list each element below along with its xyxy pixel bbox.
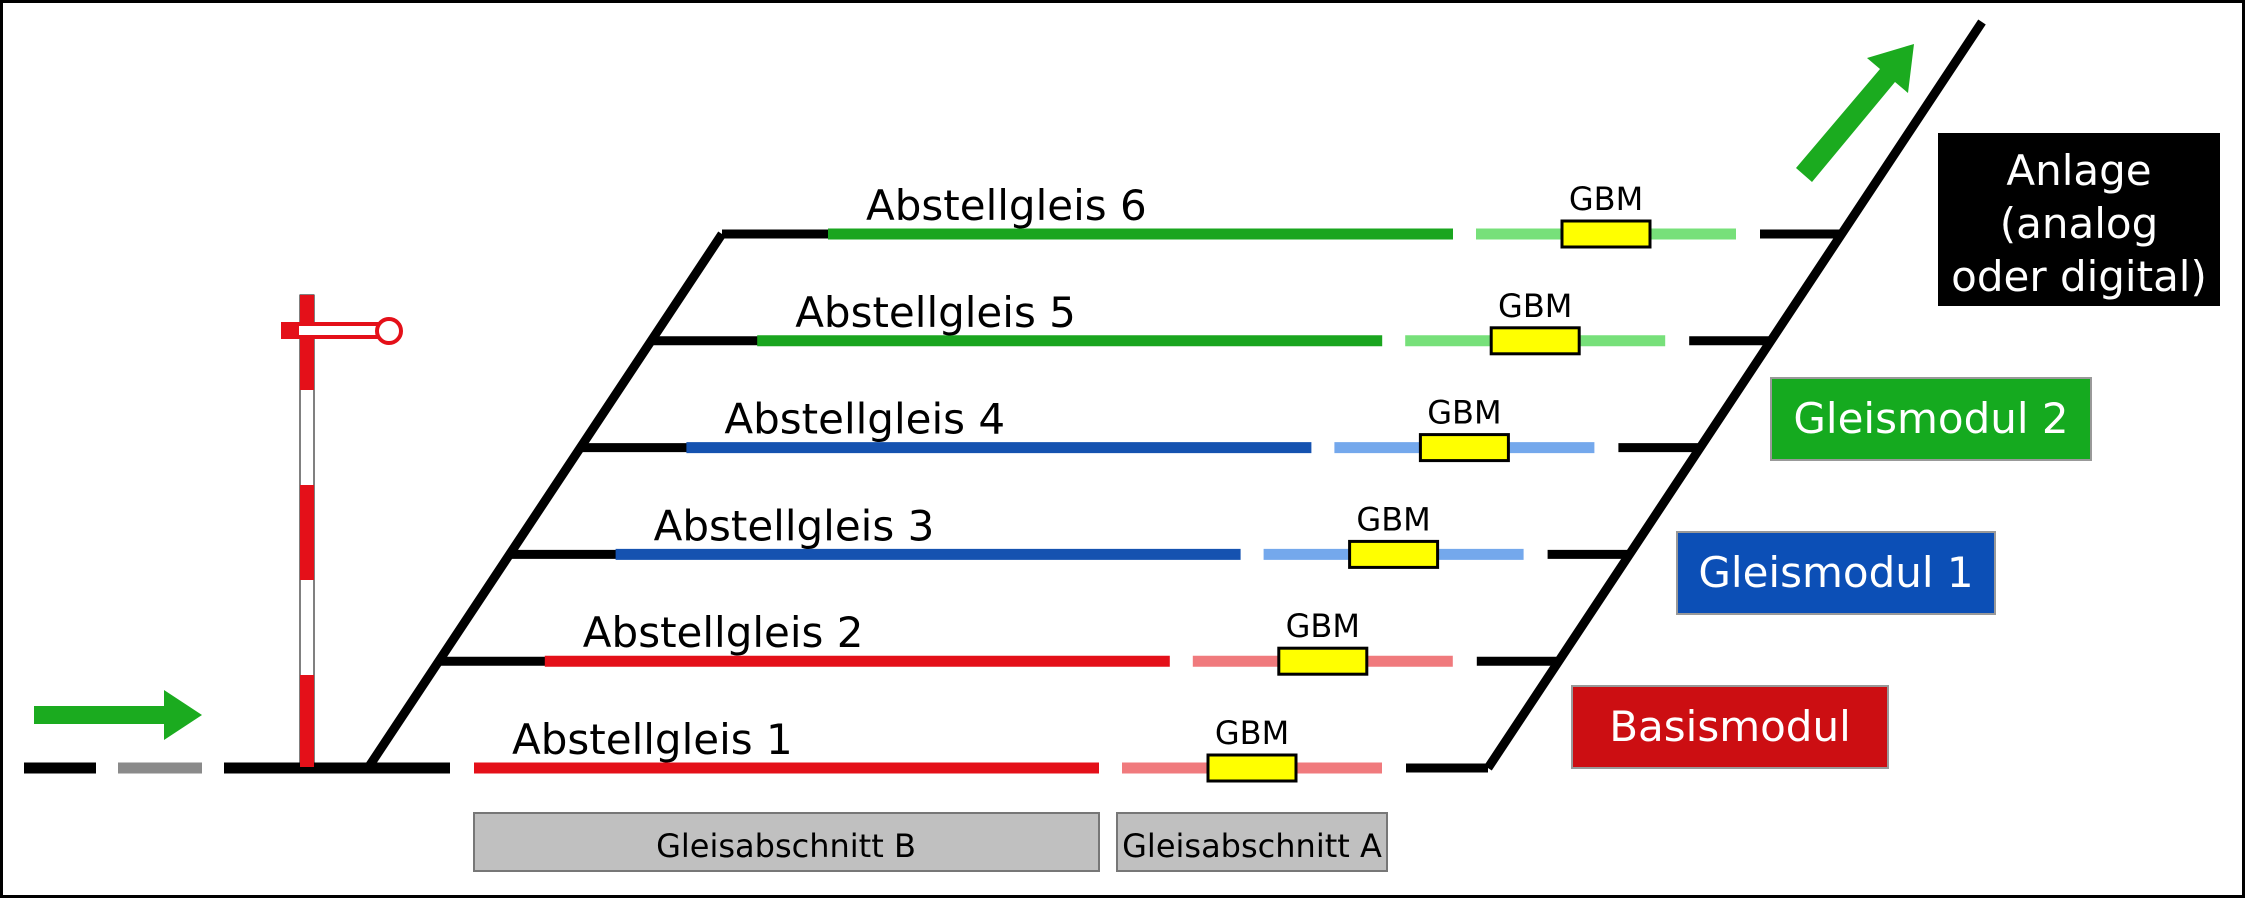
section-label: Gleisabschnitt B [656,827,916,865]
section-gleisabschnitt-a: Gleisabschnitt A [1116,812,1388,872]
legend-box [1770,377,2092,461]
legend-gleismodul-1: Gleismodul 1 [1676,531,1996,615]
track-label: Abstellgleis 4 [724,395,1005,444]
siding-track-4: GBM Abstellgleis 4 [580,394,1701,463]
gbm-box [1489,326,1581,356]
track-label: Abstellgleis 3 [654,501,935,550]
anlage-box [1938,133,2220,306]
legend-gleismodul-2: Gleismodul 2 [1770,377,2092,461]
gbm-label: GBM [1427,394,1501,432]
gbm-box [1206,753,1298,783]
track-label: Abstellgleis 2 [583,608,864,657]
legend-basismodul: Basismodul [1571,685,1889,769]
anlage-label-line-1: Anlage [2006,146,2151,195]
section-box [1116,812,1388,872]
track-label: Abstellgleis 5 [795,288,1076,337]
legend-box [1571,685,1889,769]
ladder-right [1484,19,1986,771]
anlage-label-line-3: oder digital) [1951,252,2207,301]
siding-track-5: GBM Abstellgleis 5 [651,287,1772,356]
track-label: Abstellgleis 1 [512,715,793,764]
gbm-label: GBM [1215,714,1289,752]
siding-tracks: GBM Abstellgleis 1 GBM Abstellgleis 2 GBM Abs… [438,180,1842,783]
gbm-label: GBM [1569,180,1643,218]
legend-label: Gleismodul 1 [1698,548,1973,597]
anlage-label-line-2: (analog [2000,199,2159,248]
legend-box [1676,531,1996,615]
gbm-label: GBM [1286,607,1360,645]
gbm-box [1560,219,1652,249]
siding-track-2: GBM Abstellgleis 2 [438,607,1559,676]
ladder-left [364,231,726,771]
arrow-right-icon [34,690,202,740]
siding-track-6: GBM Abstellgleis 6 [722,180,1842,249]
gbm-label: GBM [1356,500,1430,538]
section-box [473,812,1100,872]
section-gleisabschnitt-b: Gleisabschnitt B [473,812,1100,872]
arrow-up-right-icon [1796,44,1914,182]
legend-label: Basismodul [1609,702,1851,751]
legend-label: Gleismodul 2 [1793,394,2068,443]
gbm-box [1418,433,1510,463]
semaphore-signal-icon [281,294,403,768]
gbm-label: GBM [1498,287,1572,325]
legend-anlage: Anlage (analog oder digital) [1938,133,2220,306]
siding-track-1: GBM Abstellgleis 1 [474,714,1488,783]
siding-track-3: GBM Abstellgleis 3 [509,500,1630,569]
track-label: Abstellgleis 6 [866,181,1147,230]
section-label: Gleisabschnitt A [1122,827,1382,865]
gbm-box [1277,646,1369,676]
gbm-box [1348,539,1440,569]
